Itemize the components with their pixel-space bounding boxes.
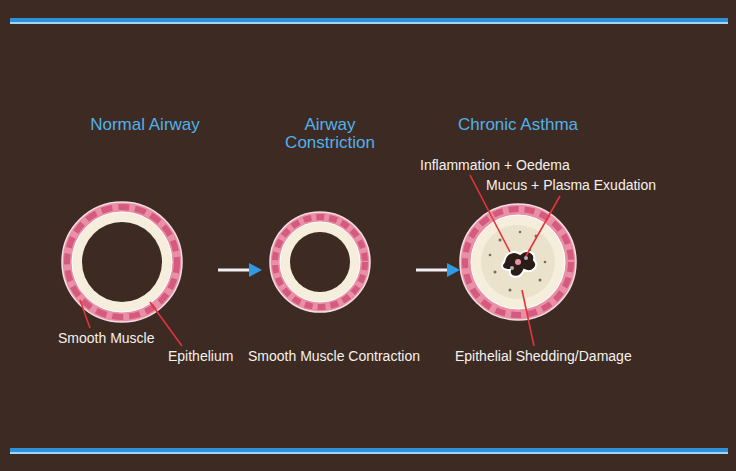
callout-label: Smooth Muscle bbox=[58, 330, 154, 346]
panel-heading: Normal Airway bbox=[90, 116, 200, 134]
epithelium-ring bbox=[72, 212, 172, 312]
callout-label: Inflammation + Oedema bbox=[420, 157, 570, 173]
callout-label: Smooth Muscle Contraction bbox=[248, 348, 420, 364]
top-band bbox=[10, 18, 728, 22]
airway-panel: Normal Airway bbox=[45, 108, 218, 318]
muscle-cells bbox=[67, 207, 177, 317]
airway-panel: Airway Constriction bbox=[262, 108, 416, 318]
muscle-cells bbox=[275, 217, 365, 307]
epithelium-ring bbox=[280, 222, 360, 302]
callout-label: Epithelial Shedding/Damage bbox=[455, 348, 632, 364]
exudate-spot bbox=[524, 256, 528, 260]
bottom-band-light bbox=[10, 452, 728, 454]
smooth-muscle-ring bbox=[460, 204, 576, 320]
callout-label: Epithelium bbox=[168, 348, 233, 364]
inflammatory-cells bbox=[489, 231, 547, 292]
smooth-muscle-ring bbox=[270, 212, 370, 312]
airway-panel: Chronic Asthma bbox=[460, 108, 610, 318]
exudate-spot bbox=[515, 259, 521, 265]
epithelium-ring bbox=[471, 215, 565, 309]
top-band-light bbox=[10, 22, 728, 24]
leader-line bbox=[522, 290, 534, 346]
smooth-muscle-ring bbox=[62, 202, 182, 322]
flow-arrow bbox=[218, 263, 262, 277]
callout-label: Mucus + Plasma Exudation bbox=[486, 177, 656, 193]
exudate-spot bbox=[510, 266, 514, 270]
flow-arrow bbox=[416, 263, 460, 277]
leader-line bbox=[80, 300, 90, 328]
leader-line bbox=[526, 196, 560, 256]
airway-lumen bbox=[82, 222, 162, 302]
panel-heading: Airway Constriction bbox=[274, 116, 386, 152]
inflamed-wall bbox=[481, 225, 555, 299]
muscle-cells bbox=[465, 209, 571, 315]
panel-heading: Chronic Asthma bbox=[458, 116, 578, 134]
mucus-plug bbox=[502, 251, 536, 277]
leader-line bbox=[150, 302, 182, 346]
airway-lumen bbox=[290, 232, 350, 292]
bottom-band bbox=[10, 448, 728, 452]
